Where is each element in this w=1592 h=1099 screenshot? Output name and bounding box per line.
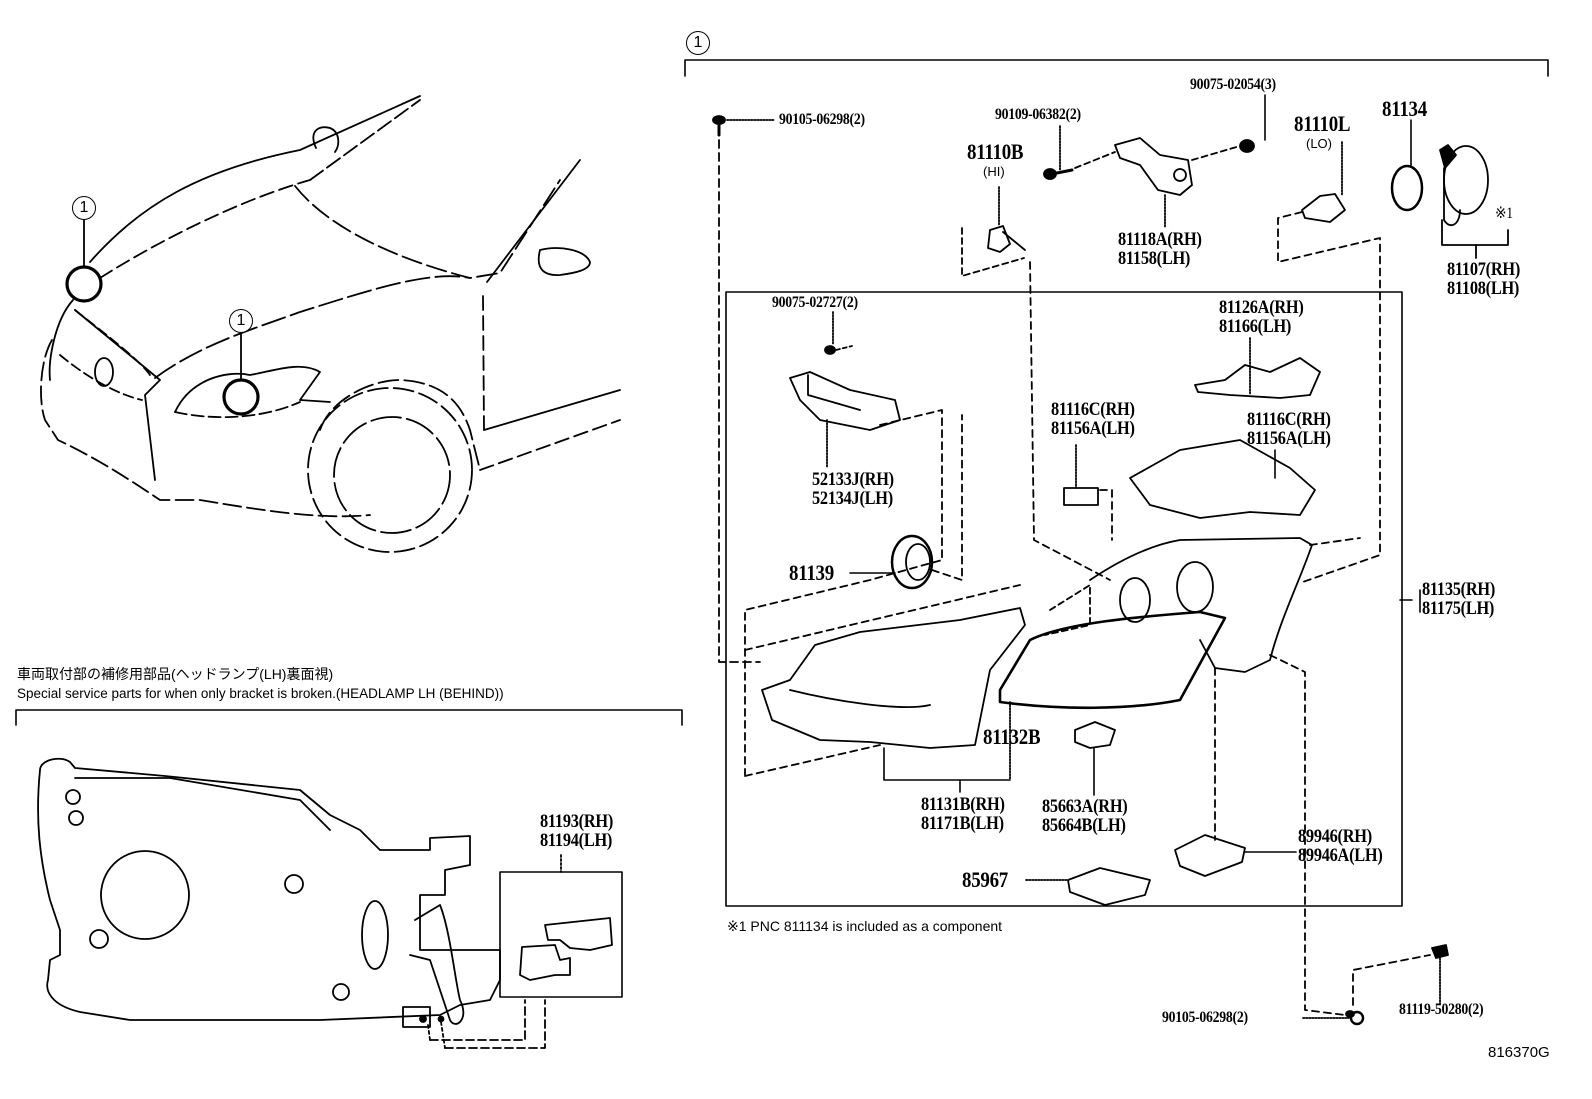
lo-bulb-drawing xyxy=(1277,141,1381,584)
part-label-control-module[interactable]: 85967 xyxy=(962,867,1009,892)
part-label-mounting-bracket[interactable]: 52133J(RH) 52134J(LH) xyxy=(812,470,894,508)
control-module-drawing xyxy=(1025,867,1151,906)
part-label-oring[interactable]: 81134 xyxy=(1382,96,1427,121)
lamp-unit-frame xyxy=(725,291,1403,907)
assembly-bracket-line xyxy=(684,59,1549,77)
vehicle-callout-circle-upper: 1 xyxy=(72,196,96,220)
part-label-socket-ring[interactable]: 81139 xyxy=(789,560,834,585)
part-number-lh: 89946A(LH) xyxy=(1298,845,1383,866)
special-parts-panel xyxy=(15,709,683,1049)
part-number-lh: 81108(LH) xyxy=(1447,278,1520,299)
part-number-lh: 52134J(LH) xyxy=(812,488,893,509)
part-label-screw-90075-02727[interactable]: 90075-02727(2) xyxy=(772,294,858,311)
part-label-socket-cover[interactable]: 81107(RH) 81108(LH) xyxy=(1447,260,1520,298)
bulb-lo-note: (LO) xyxy=(1306,136,1332,151)
ballast-drawing xyxy=(1174,834,1297,877)
o-ring-drawing xyxy=(1390,164,1424,212)
part-number-lh: 81171B(LH) xyxy=(921,813,1004,834)
part-number-rh: 81193(RH) xyxy=(540,811,614,832)
part-label-bulb-hi[interactable]: 81110B xyxy=(967,139,1024,164)
part-label-ballast[interactable]: 89946(RH) 89946A(LH) xyxy=(1298,827,1383,865)
part-number-lh: 81194(LH) xyxy=(540,830,613,851)
part-number-lh: 81156A(LH) xyxy=(1051,418,1135,439)
hi-bulb-drawing xyxy=(961,186,1111,581)
part-number-rh: 85663A(RH) xyxy=(1042,796,1128,817)
part-number-rh: 81118A(RH) xyxy=(1118,229,1202,250)
part-number-rh: 81116C(RH) xyxy=(1051,399,1135,420)
part-label-bracket-81193[interactable]: 81193(RH) 81194(LH) xyxy=(540,812,613,850)
part-number-lh: 81156A(LH) xyxy=(1247,428,1331,449)
part-number-rh: 81131B(RH) xyxy=(921,794,1005,815)
part-label-retainer-large[interactable]: 81116C(RH) 81156A(LH) xyxy=(1247,410,1331,448)
part-number-lh: 81166(LH) xyxy=(1219,316,1292,337)
vehicle-front-illustration xyxy=(40,95,621,553)
illustration-reference-code: 816370G xyxy=(1488,1044,1550,1061)
part-number-lh: 85664B(LH) xyxy=(1042,815,1126,836)
special-parts-title-jp: 車両取付部の補修用部品(ヘッドランプ(LH)裏面視) xyxy=(17,666,334,682)
bottom-screws-drawing xyxy=(1302,944,1449,1026)
mounting-bracket-drawing xyxy=(744,311,943,776)
part-number-rh: 81116C(RH) xyxy=(1247,409,1331,430)
headlamp-location-marker-lower xyxy=(222,378,260,416)
part-label-retainer-small[interactable]: 81116C(RH) 81156A(LH) xyxy=(1051,400,1135,438)
part-label-aiming-bracket[interactable]: 81118A(RH) 81158(LH) xyxy=(1118,230,1202,268)
vehicle-callout-circle-lower: 1 xyxy=(229,309,253,333)
gasket-drawing xyxy=(998,610,1227,710)
leveling-computer-drawing xyxy=(1074,721,1116,796)
part-label-screw-90109[interactable]: 90109-06382(2) xyxy=(995,106,1081,123)
headlamp-location-marker-upper xyxy=(65,265,103,303)
part-number-rh: 89946(RH) xyxy=(1298,826,1372,847)
retainer-large-drawing xyxy=(1129,439,1316,519)
part-number-lh: 81175(LH) xyxy=(1422,598,1495,619)
lamp-housing-drawing xyxy=(1044,537,1413,1016)
bulb-socket-ring-drawing xyxy=(849,414,963,590)
aiming-bracket-drawing xyxy=(1043,94,1266,229)
part-number-lh: 81158(LH) xyxy=(1118,248,1191,269)
part-label-bulb-lo[interactable]: 81110L xyxy=(1294,111,1351,136)
part-number-rh: 81107(RH) xyxy=(1447,259,1521,280)
lens-drawing xyxy=(744,584,1026,793)
part-label-screw-81119[interactable]: 81119-50280(2) xyxy=(1399,1001,1484,1018)
reflector-bracket-drawing xyxy=(1194,337,1321,399)
part-number-rh: 81135(RH) xyxy=(1422,579,1496,600)
part-label-lens[interactable]: 81131B(RH) 81171B(LH) xyxy=(921,795,1005,833)
screw-top-left-drawing xyxy=(712,115,776,663)
cover-footnote-mark: ※1 xyxy=(1495,205,1513,222)
assembly-callout-circle: 1 xyxy=(686,31,710,55)
part-number-rh: 52133J(RH) xyxy=(812,469,894,490)
part-label-screw-top[interactable]: 90105-06298(2) xyxy=(779,111,865,128)
part-label-gasket[interactable]: 81132B xyxy=(983,724,1041,749)
part-label-reflector-bracket[interactable]: 81126A(RH) 81166(LH) xyxy=(1219,298,1304,336)
part-label-lamp-unit[interactable]: 81135(RH) 81175(LH) xyxy=(1422,580,1495,618)
part-label-screw-90075-02054[interactable]: 90075-02054(3) xyxy=(1190,76,1276,93)
footnote: ※1 PNC 811134 is included as a component xyxy=(727,918,1003,934)
part-label-leveling-computer[interactable]: 85663A(RH) 85664B(LH) xyxy=(1042,796,1128,836)
part-label-screw-bottom[interactable]: 90105-06298(2) xyxy=(1162,1009,1248,1026)
part-number-rh: 81126A(RH) xyxy=(1219,297,1304,318)
special-parts-title-en: Special service parts for when only brac… xyxy=(17,686,504,701)
socket-cover-drawing xyxy=(1439,144,1509,259)
bulb-hi-note: (HI) xyxy=(983,164,1005,179)
retainer-small-drawing xyxy=(1063,444,1113,541)
